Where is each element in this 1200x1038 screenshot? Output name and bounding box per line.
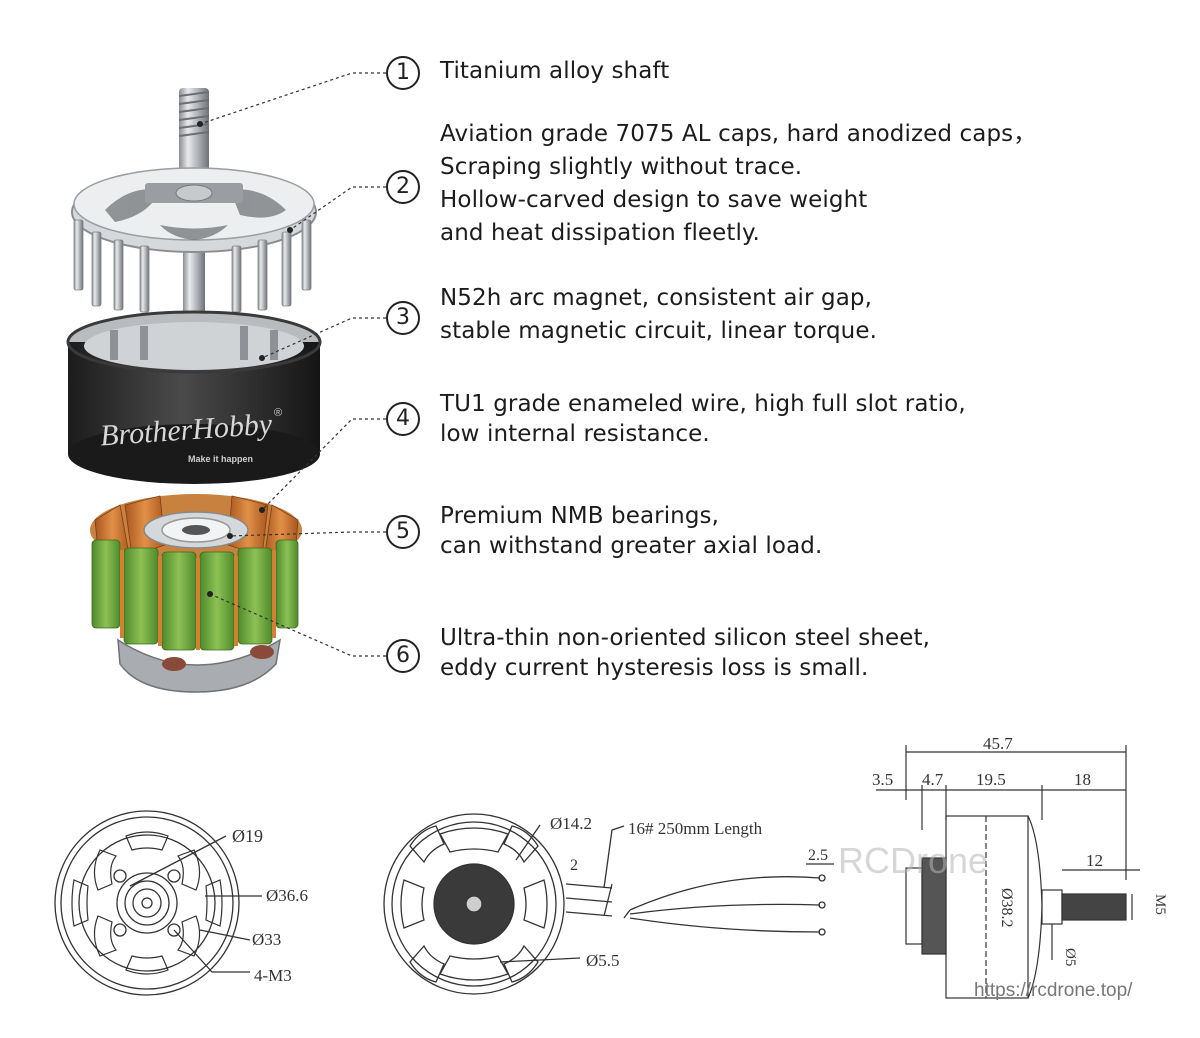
feature-3-line-1: N52h arc magnet, consistent air gap, [440, 285, 873, 311]
watermark-brand: RCDrone [838, 840, 989, 881]
dim-d33: Ø33 [252, 930, 281, 949]
dim-shaft-12: 12 [1086, 851, 1103, 870]
wire-length-label: 16# 250mm Length [628, 819, 763, 838]
feature-1-text: Titanium alloy shaft [440, 55, 669, 88]
stator-windings [90, 494, 302, 693]
feature-4-line-2: low internal resistance. [440, 421, 710, 447]
callout-number-6: 6 [386, 639, 420, 673]
dim-3-5: 3.5 [872, 770, 893, 789]
aluminum-cap [71, 167, 317, 313]
feature-2-line-3: Hollow-carved design to save weight [440, 187, 868, 213]
feature-2-line-2: Scraping slightly without trace. [440, 154, 803, 180]
feature-1-line-1: Titanium alloy shaft [440, 58, 670, 84]
feature-3-line-2: stable magnetic circuit, linear torque. [440, 318, 878, 344]
dim-2-5: 2.5 [808, 847, 828, 864]
magnet-bell: BrotherHobby ® Make it happen [66, 310, 322, 484]
dim-18: 18 [1074, 770, 1091, 789]
dim-4-m3: 4-M3 [254, 966, 292, 985]
dim-19-5: 19.5 [976, 770, 1006, 789]
feature-2-text: Aviation grade 7075 AL caps, hard anodiz… [440, 118, 1036, 250]
watermark-url: https://rcdrone.top/ [974, 980, 1133, 1001]
brand-slogan: Make it happen [188, 454, 253, 464]
feature-3-text: N52h arc magnet, consistent air gap, sta… [440, 282, 877, 348]
dim-m5: M5 [1152, 894, 1168, 915]
registered-mark: ® [274, 407, 282, 419]
feature-6-text: Ultra-thin non-oriented silicon steel sh… [440, 623, 930, 683]
feature-5-line-2: can withstand greater axial load. [440, 533, 823, 559]
feature-4-line-1: TU1 grade enameled wire, high full slot … [440, 391, 966, 417]
dim-d19: Ø19 [232, 826, 263, 846]
feature-4-text: TU1 grade enameled wire, high full slot … [440, 389, 966, 449]
dim-total-length: 45.7 [983, 734, 1013, 753]
dim-d14-2: Ø14.2 [550, 814, 592, 833]
dim-d38-2: Ø38.2 [998, 888, 1015, 928]
dim-4-7: 4.7 [922, 770, 944, 789]
bottom-view-drawing [54, 810, 262, 996]
callout-number-4: 4 [386, 402, 420, 436]
dim-d5: Ø5 [1062, 948, 1078, 966]
dim-d5-5: Ø5.5 [586, 951, 620, 970]
dim-2: 2 [570, 857, 578, 874]
callout-number-5: 5 [386, 515, 420, 549]
dim-d36-6: Ø36.6 [266, 886, 308, 905]
side-view-drawing [876, 745, 1140, 999]
top-view-drawing [383, 813, 834, 995]
callout-number-2: 2 [386, 170, 420, 204]
callout-number-1: 1 [386, 56, 420, 90]
feature-2-line-4: and heat dissipation fleetly. [440, 220, 760, 246]
feature-2-line-1: Aviation grade 7075 AL caps, hard anodiz… [440, 121, 1037, 147]
callout-number-3: 3 [386, 301, 420, 335]
feature-6-line-2: eddy current hysteresis loss is small. [440, 655, 869, 681]
callout-leader-lines [199, 72, 386, 657]
feature-5-text: Premium NMB bearings, can withstand grea… [440, 501, 822, 561]
feature-5-line-1: Premium NMB bearings, [440, 503, 720, 529]
feature-6-line-1: Ultra-thin non-oriented silicon steel sh… [440, 625, 930, 651]
